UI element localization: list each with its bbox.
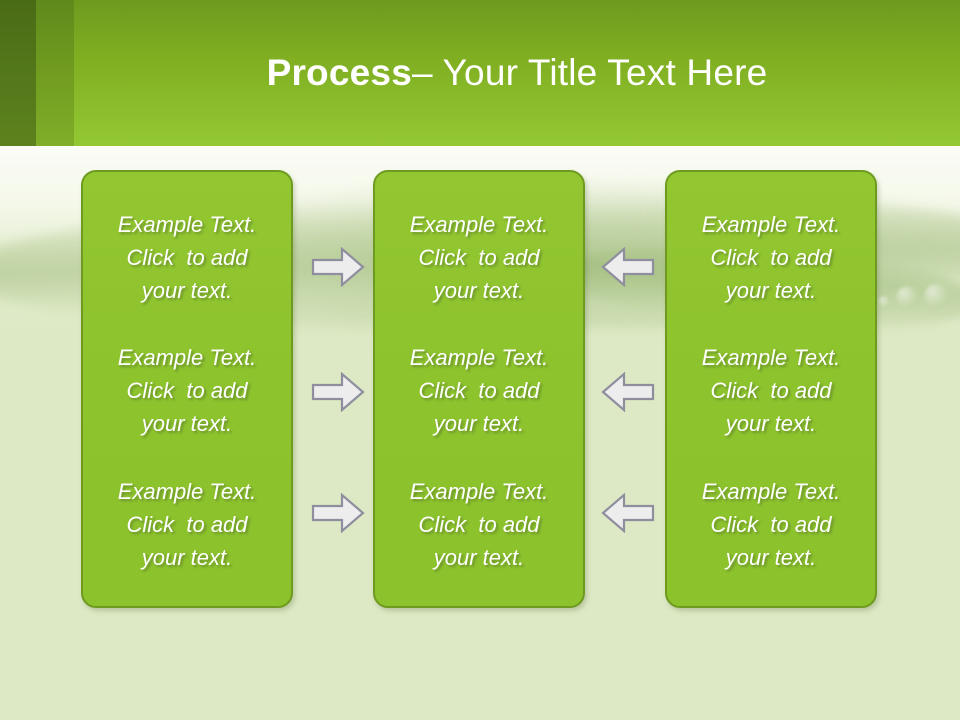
process-text-line: Click to add — [126, 511, 248, 537]
background-bubble-icon — [896, 286, 918, 308]
arrow-right-icon — [311, 493, 365, 533]
process-cell[interactable]: Example Text. Click to add your text. — [667, 475, 875, 606]
process-text-line: your text. — [433, 411, 525, 437]
header-stripe-dark — [0, 0, 36, 146]
process-text-line: your text. — [433, 544, 525, 570]
process-text-line: Click to add — [418, 511, 540, 537]
arrow-left-icon — [601, 372, 655, 412]
process-text-line: your text. — [725, 544, 817, 570]
process-text-line: Click to add — [418, 378, 540, 404]
process-box-column-2[interactable]: Example Text. Click to add your text. Ex… — [373, 170, 585, 608]
process-text-line: Click to add — [418, 245, 540, 270]
process-cell[interactable]: Example Text. Click to add your text. — [375, 341, 583, 472]
process-box-column-3[interactable]: Example Text. Click to add your text. Ex… — [665, 170, 877, 608]
background-bubble-icon — [924, 284, 948, 308]
arrow-left-icon — [601, 493, 655, 533]
process-text-line: Click to add — [126, 245, 248, 270]
process-text-line: Example Text. — [409, 478, 549, 504]
process-cell[interactable]: Example Text. Click to add your text. — [83, 341, 291, 472]
slide-header: Process – Your Title Text Here — [0, 0, 960, 146]
process-text-line: Click to add — [126, 378, 248, 404]
arrow-right-icon — [311, 372, 365, 412]
page-title-bold: Process — [266, 52, 412, 93]
arrow-right-icon — [311, 247, 365, 287]
process-text-line: Example Text. — [701, 478, 841, 504]
process-text-line: your text. — [725, 411, 817, 437]
process-text-line: Example Text. — [117, 212, 257, 237]
process-cell[interactable]: Example Text. Click to add your text. — [667, 208, 875, 339]
process-text-line: Example Text. — [117, 478, 257, 504]
process-text-line: your text. — [141, 544, 233, 570]
process-text-line: your text. — [141, 278, 233, 303]
arrow-left-icon — [601, 247, 655, 287]
process-text-line: Example Text. — [409, 212, 549, 237]
process-cell[interactable]: Example Text. Click to add your text. — [83, 475, 291, 606]
process-text-line: Example Text. — [701, 212, 841, 237]
process-text-line: Click to add — [710, 378, 832, 404]
process-cell[interactable]: Example Text. Click to add your text. — [667, 341, 875, 472]
process-text-line: Example Text. — [409, 345, 549, 371]
process-cell[interactable]: Example Text. Click to add your text. — [375, 475, 583, 606]
process-text-line: Click to add — [710, 511, 832, 537]
process-box-column-1[interactable]: Example Text. Click to add your text. Ex… — [81, 170, 293, 608]
page-title: Process – Your Title Text Here — [74, 0, 960, 146]
process-text-line: Click to add — [710, 245, 832, 270]
process-text-line: Example Text. — [117, 345, 257, 371]
process-cell[interactable]: Example Text. Click to add your text. — [83, 208, 291, 339]
process-text-line: your text. — [433, 278, 525, 303]
page-title-rest: – Your Title Text Here — [411, 52, 768, 93]
process-text-line: Example Text. — [701, 345, 841, 371]
process-text-line: your text. — [141, 411, 233, 437]
process-text-line: your text. — [725, 278, 817, 303]
background-bubble-icon — [878, 296, 890, 308]
process-cell[interactable]: Example Text. Click to add your text. — [375, 208, 583, 339]
header-stripe-mid — [36, 0, 74, 146]
